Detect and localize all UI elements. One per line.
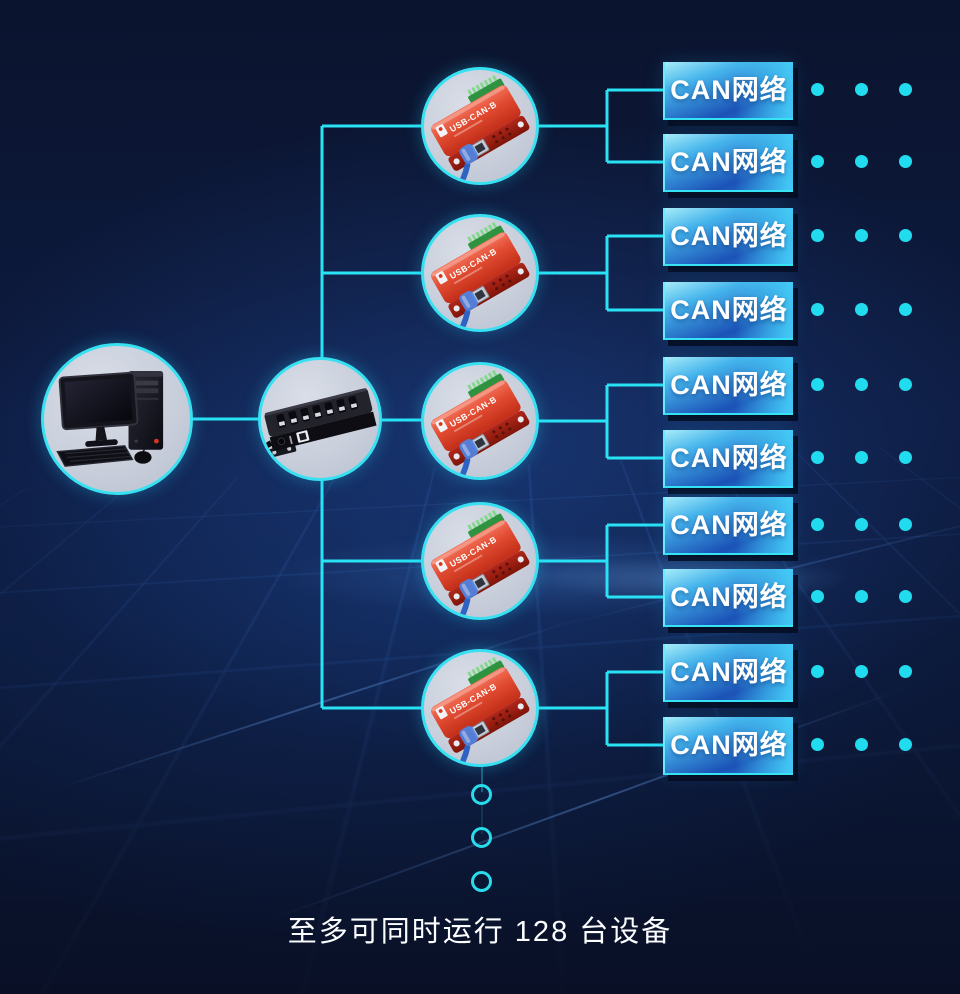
usb-can-adapter-icon: USB-CAN-B <box>431 221 530 329</box>
ellipsis-dots <box>811 229 912 242</box>
can-network-box: CAN网络 <box>663 282 793 340</box>
usb-can-adapter-icon: USB-CAN-B <box>431 74 530 182</box>
can-network-box: CAN网络 <box>663 497 793 555</box>
usb-can-adapter-icon: USB-CAN-B <box>431 509 530 617</box>
usb-can-adapter-node: USB-CAN-B <box>421 649 539 767</box>
ellipsis-dots <box>811 451 912 464</box>
ellipsis-dots <box>811 590 912 603</box>
usb-hub-node <box>258 357 382 481</box>
ellipsis-dots <box>811 155 912 168</box>
can-network-label: CAN网络 <box>670 509 788 540</box>
more-ring-icon <box>471 827 492 848</box>
can-network-label: CAN网络 <box>670 369 788 400</box>
usb-can-adapter-node: USB-CAN-B <box>421 362 539 480</box>
can-network-box: CAN网络 <box>663 569 793 627</box>
can-network-label: CAN网络 <box>670 581 788 612</box>
can-network-label: CAN网络 <box>670 74 788 105</box>
horizon-glow <box>140 515 960 635</box>
more-ring-icon <box>471 871 492 892</box>
usb-can-adapter-icon: USB-CAN-B <box>431 656 530 764</box>
can-network-label: CAN网络 <box>670 656 788 687</box>
connector-path <box>117 88 663 747</box>
ellipsis-dots <box>811 303 912 316</box>
can-network-label: CAN网络 <box>670 146 788 177</box>
can-network-label: CAN网络 <box>670 729 788 760</box>
caption-text: 至多可同时运行 128 台设备 <box>287 916 673 948</box>
can-network-box: CAN网络 <box>663 357 793 415</box>
can-network-label: CAN网络 <box>670 442 788 473</box>
ellipsis-dots <box>811 738 912 751</box>
usb-can-adapter-node: USB-CAN-B <box>421 67 539 185</box>
can-network-box: CAN网络 <box>663 134 793 192</box>
can-network-box: CAN网络 <box>663 62 793 120</box>
ellipsis-dots <box>811 665 912 678</box>
desktop-computer-icon <box>56 370 164 467</box>
ellipsis-dots <box>811 518 912 531</box>
can-network-box: CAN网络 <box>663 430 793 488</box>
can-network-box: CAN网络 <box>663 717 793 775</box>
ellipsis-dots <box>811 378 912 391</box>
can-network-box: CAN网络 <box>663 208 793 266</box>
computer-node <box>41 343 193 495</box>
usb-hub-7-port-icon <box>261 388 377 460</box>
ellipsis-dots <box>811 83 912 96</box>
usb-can-adapter-icon: USB-CAN-B <box>431 369 530 477</box>
usb-can-adapter-node: USB-CAN-B <box>421 214 539 332</box>
more-ring-icon <box>471 784 492 805</box>
can-network-label: CAN网络 <box>670 220 788 251</box>
can-network-box: CAN网络 <box>663 644 793 702</box>
usb-can-adapter-node: USB-CAN-B <box>421 502 539 620</box>
can-network-label: CAN网络 <box>670 294 788 325</box>
